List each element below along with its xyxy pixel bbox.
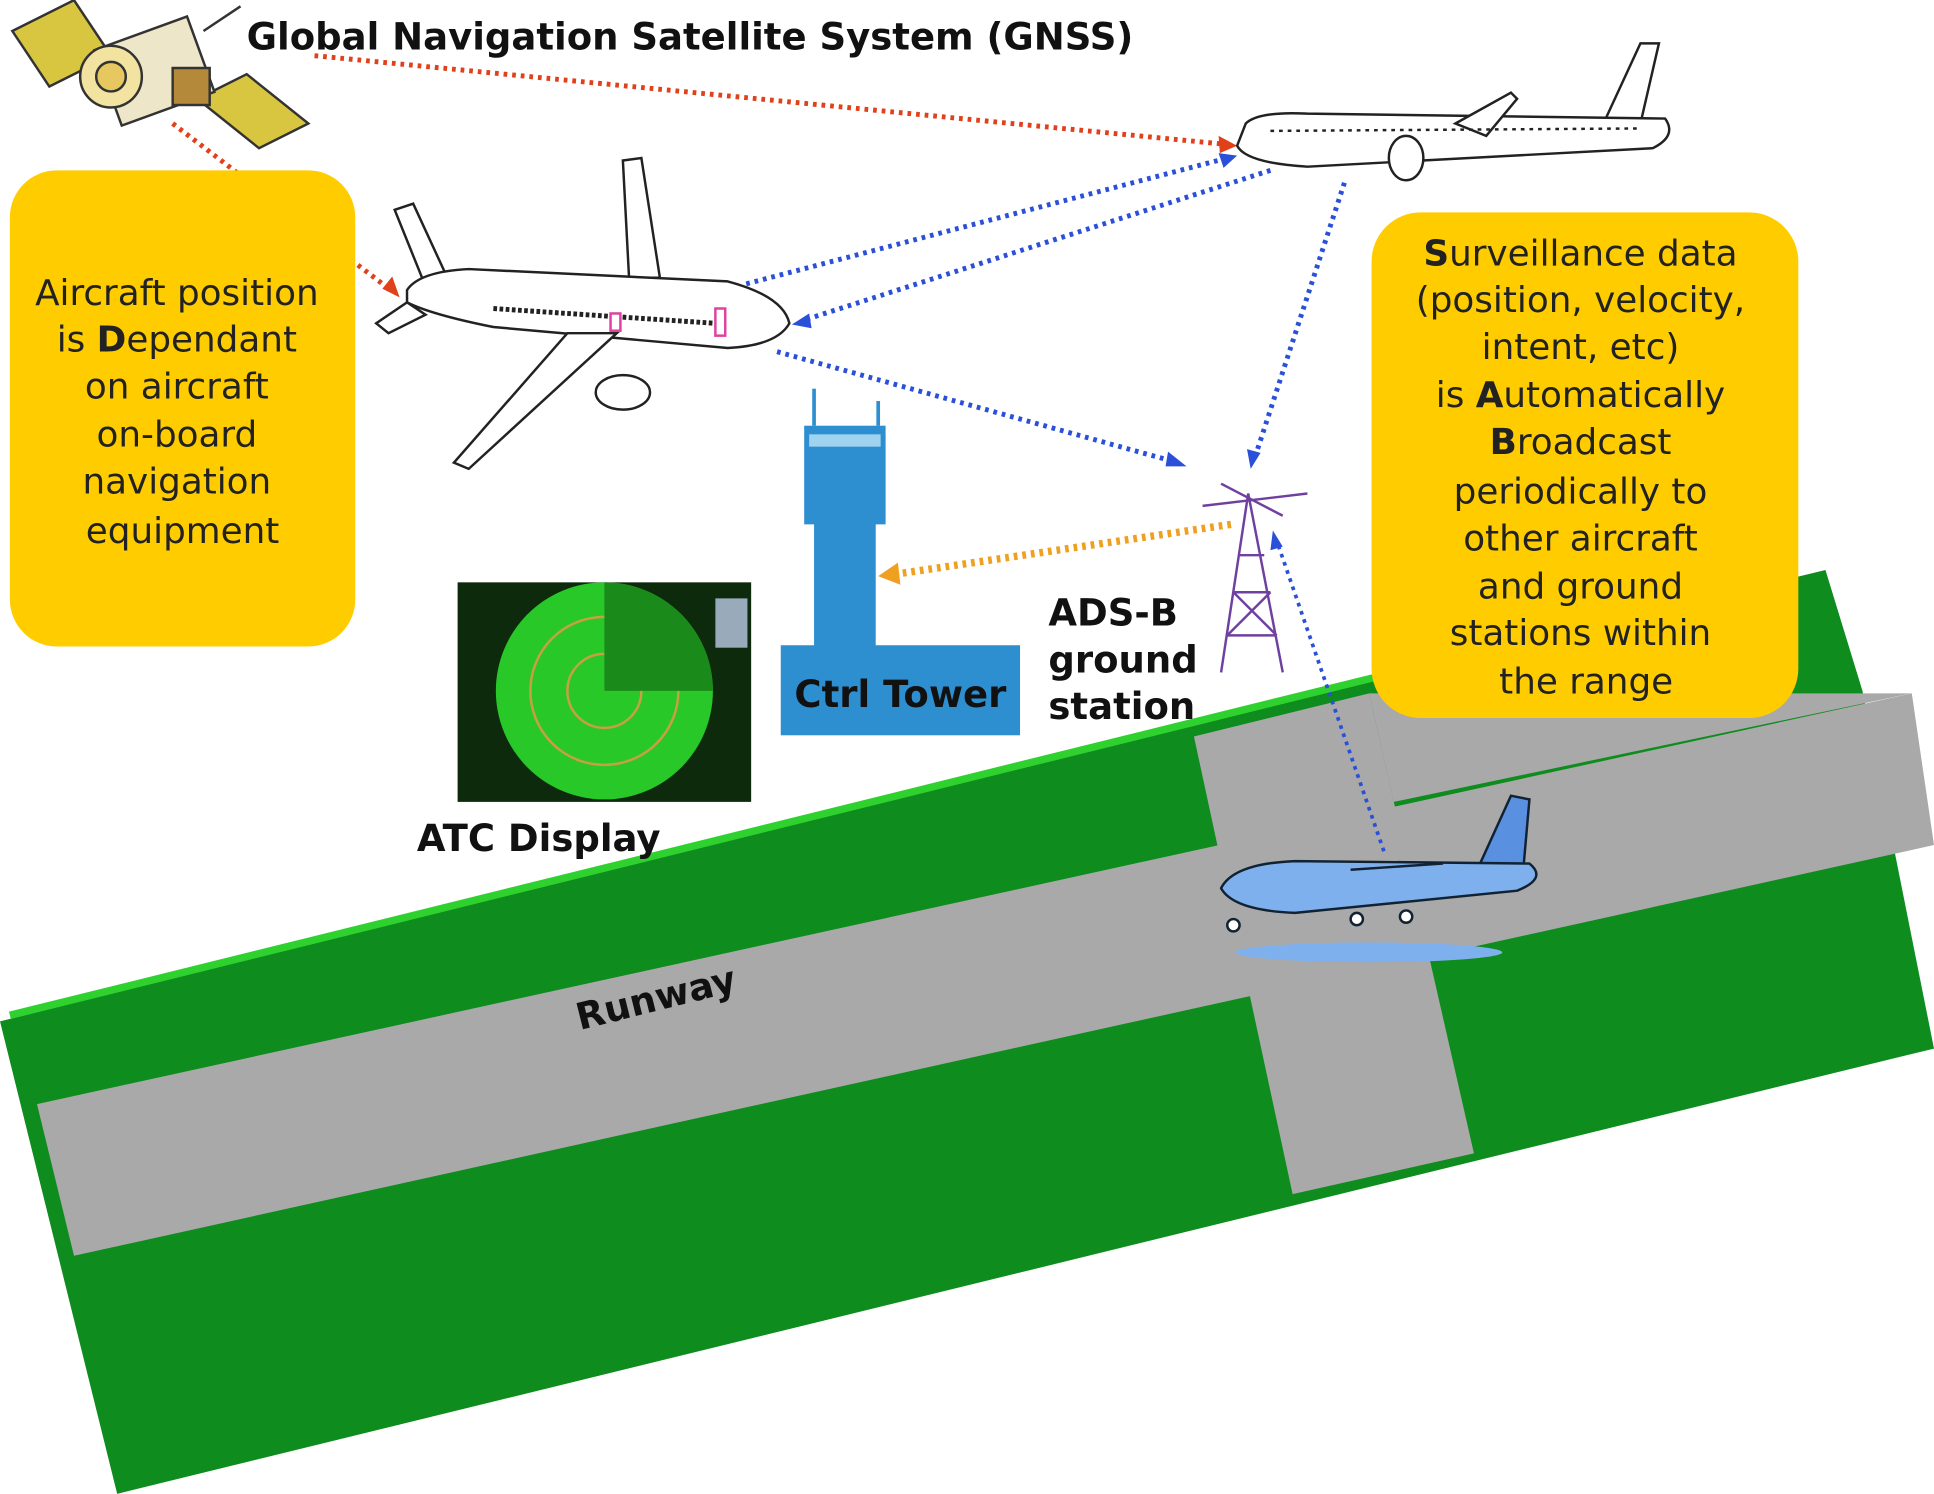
svg-text:Surveillance data (posit: Surveillance data (position, velocity, i… [1416,233,1757,702]
aircraft-icon-runway [1219,794,1538,963]
runway-surface [37,693,1934,1256]
atc-radar-display [457,582,752,802]
adsb-link-3 [776,349,1179,466]
arrow-head [1270,530,1283,551]
adsb-link-5 [1274,539,1386,852]
taxiway-top [1369,693,1912,802]
control-tower: Ctrl Tower [780,388,1021,736]
atc-display-label: ATC Display [417,817,661,860]
svg-text:Aircraft position is Dep: Aircraft position is Dependant on aircra… [35,273,330,552]
adsb-antenna-icon [1202,482,1308,673]
gnss-title: Global Navigation Satellite System (GNSS… [247,16,1134,59]
gnss-satellite-icon [10,0,311,150]
aircraft-icon-main [374,156,791,471]
adsb-station-label: ADS-B ground station [1048,592,1210,729]
arrow-head [1218,153,1238,168]
arrow-head [791,313,812,329]
arrow-head [1218,135,1238,154]
gnss-link-1 [314,53,1228,147]
dependent-callout: Aircraft position is Dependant on aircra… [9,170,356,647]
arrowheads [382,135,1283,585]
ctrl-tower-label: Ctrl Tower [794,673,1007,716]
aircraft-icon-upper [1235,42,1671,182]
adsb-link-1 [745,155,1228,287]
arrow-head [382,276,400,298]
ground-link [889,520,1232,579]
broadcast-callout: Surveillance data (position, velocity, i… [1371,212,1799,719]
grass-edge [8,673,1377,1019]
arrow-head [878,562,901,585]
arrow-head [1165,451,1187,467]
adsb-link-4 [1252,181,1347,460]
adsb-link-2 [800,168,1272,324]
arrow-head [1246,449,1261,469]
